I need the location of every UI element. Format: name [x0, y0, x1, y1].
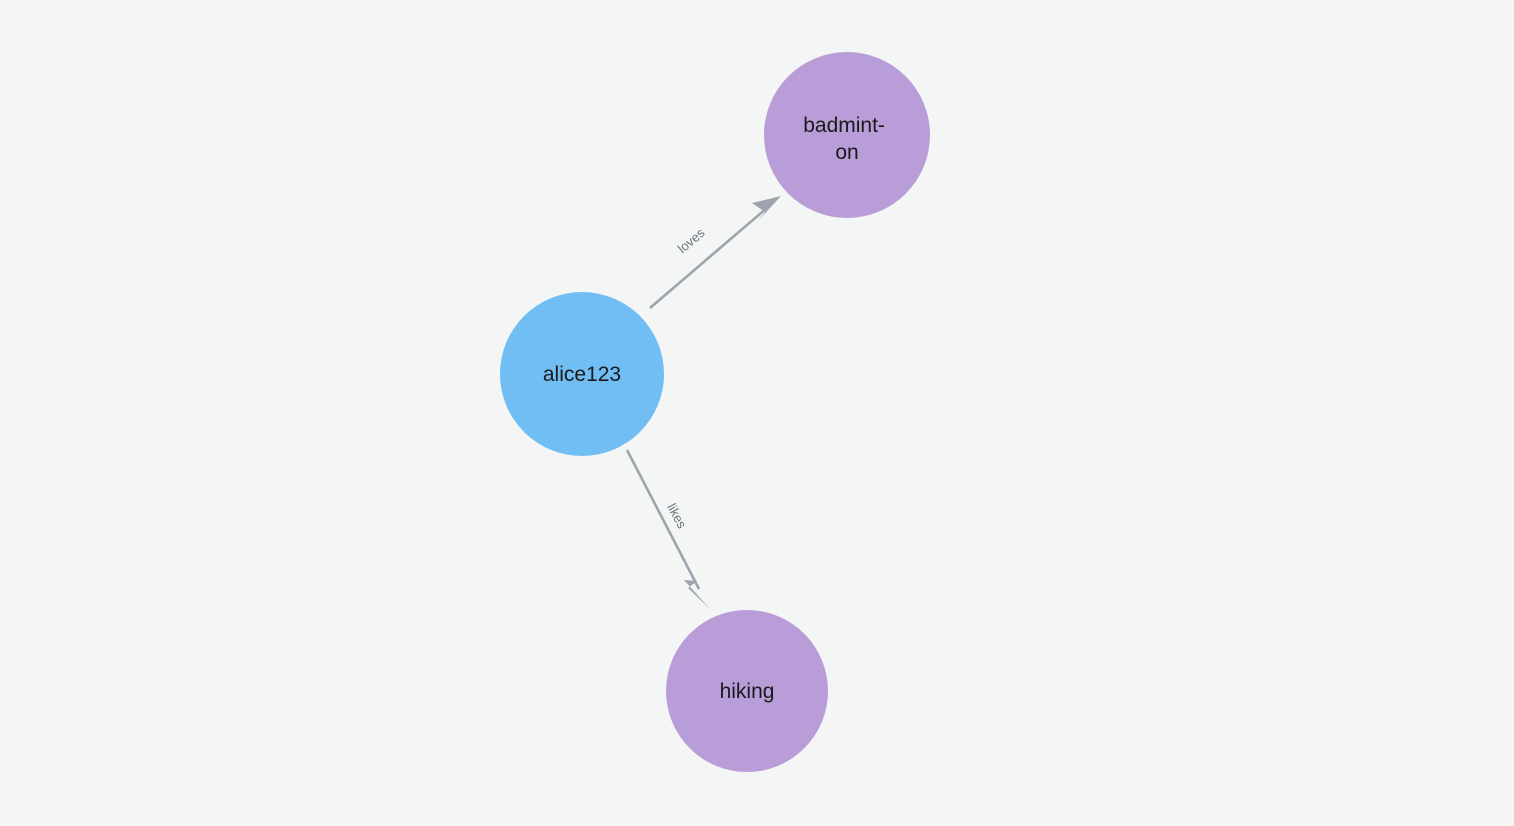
arrowhead-icon	[684, 580, 710, 609]
edge-line[interactable]	[649, 206, 769, 309]
node-circle-badminton[interactable]	[764, 52, 930, 218]
node-circle-alice123[interactable]	[500, 292, 664, 456]
node-alice123[interactable]: alice123	[500, 292, 664, 456]
edge-alice123-loves-badminton[interactable]: loves	[649, 196, 781, 309]
edge-alice123-likes-hiking[interactable]: likes	[625, 449, 710, 609]
edge-label-loves: loves	[675, 225, 708, 256]
arrowhead-icon	[752, 196, 781, 221]
node-circle-hiking[interactable]	[666, 610, 828, 772]
edge-line[interactable]	[625, 449, 701, 590]
node-group: alice123 badmint- on hiking	[500, 52, 930, 772]
node-badminton[interactable]: badmint- on	[764, 52, 930, 218]
node-hiking[interactable]: hiking	[666, 610, 828, 772]
